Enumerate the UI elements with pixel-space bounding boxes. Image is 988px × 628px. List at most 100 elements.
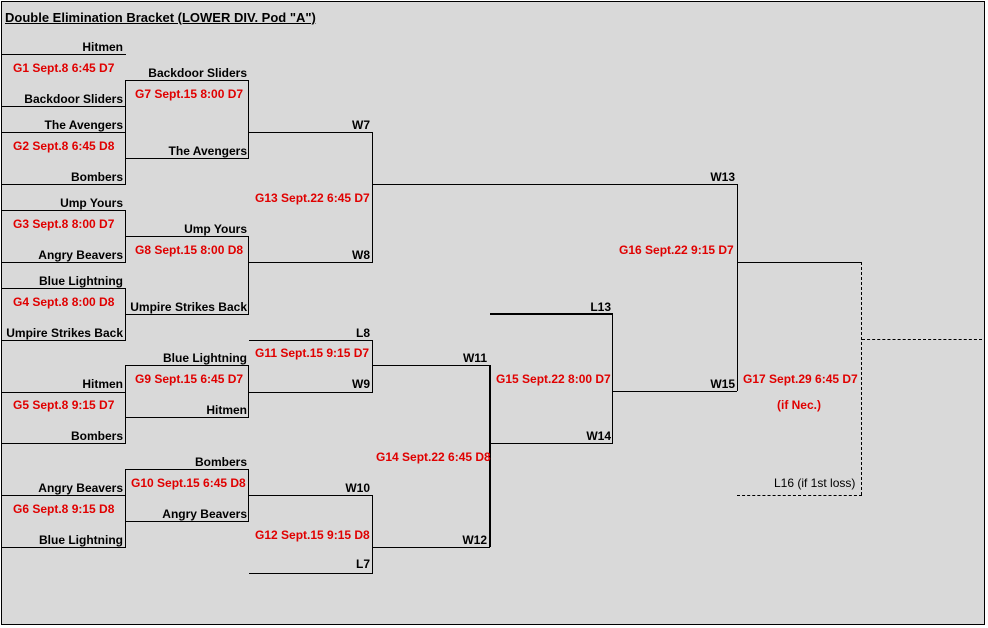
- game-label-g15: G15 Sept.22 8:00 D7: [496, 372, 611, 386]
- slot-label-w15: W15: [710, 377, 735, 391]
- r4-line-w11: [373, 365, 490, 366]
- slot-label-w11: W11: [462, 351, 487, 365]
- r1-line-g4-top: [2, 288, 126, 289]
- r2-connector-g7: [248, 80, 249, 158]
- r3-line-w8: [249, 262, 373, 263]
- team-label: Hitmen: [82, 40, 123, 54]
- team-label: Angry Beavers: [162, 507, 247, 521]
- r3-line-l7: [249, 573, 373, 574]
- slot-label-w10: W10: [345, 481, 370, 495]
- team-label: Angry Beavers: [38, 248, 123, 262]
- final-connector-g17: [861, 262, 862, 495]
- slot-label-w13: W13: [710, 170, 735, 184]
- game-label-g2: G2 Sept.8 6:45 D8: [13, 139, 115, 153]
- r1-connector-g7: [125, 80, 126, 132]
- slot-label-l16: L16 (if 1st loss): [774, 476, 856, 490]
- game-label-g8: G8 Sept.15 8:00 D8: [135, 243, 244, 257]
- game-label-g3: G3 Sept.8 8:00 D7: [13, 217, 115, 231]
- r1-connector-g6: [125, 469, 126, 547]
- r4-connector-g14: [489, 365, 491, 547]
- team-label: Hitmen: [206, 403, 247, 417]
- r3-line-w9: [249, 392, 373, 393]
- team-label: Angry Beavers: [38, 481, 123, 495]
- game-label-g13: G13 Sept.22 6:45 D7: [255, 191, 370, 205]
- game-label-g7: G7 Sept.15 8:00 D7: [135, 87, 244, 101]
- game-label-g12: G12 Sept.15 9:15 D8: [255, 528, 370, 542]
- game-label-g11: G11 Sept.15 9:15 D7: [255, 346, 370, 360]
- game-label-g16: G16 Sept.22 9:15 D7: [619, 243, 734, 257]
- team-label: Blue Lightning: [163, 351, 247, 365]
- r2-line-g7-bottom: [125, 158, 249, 159]
- game-label-g17: G17 Sept.29 6:45 D7: [743, 372, 858, 386]
- slot-label-l7: L7: [355, 557, 370, 571]
- r2-connector-g9: [248, 365, 249, 417]
- team-label: Ump Yours: [184, 222, 247, 236]
- team-label: Ump Yours: [60, 196, 123, 210]
- slot-label-w8: W8: [352, 248, 370, 262]
- r1-line-g2-top: [2, 132, 126, 133]
- slot-label-w12: W12: [462, 533, 487, 547]
- r5-line-w14: [490, 443, 613, 444]
- r2-line-g10-bottom: [125, 521, 249, 522]
- r3-line-w7: [249, 132, 373, 133]
- team-label: Blue Lightning: [39, 274, 123, 288]
- game-label-g9: G9 Sept.15 6:45 D7: [135, 372, 244, 386]
- r2-line-g8-bottom: [125, 314, 249, 315]
- champion-line: [862, 339, 982, 340]
- team-label: Umpire Strikes Back: [6, 326, 123, 340]
- team-label: Hitmen: [82, 377, 123, 391]
- r4-line-w13: [373, 184, 737, 185]
- game-label-g6: G6 Sept.8 9:15 D8: [13, 502, 115, 516]
- team-label: Backdoor Sliders: [24, 92, 123, 106]
- r3-connector-g12: [372, 495, 373, 573]
- r6-connector-g16: [737, 184, 738, 391]
- r5-connector-g15: [612, 314, 613, 443]
- r2-line-g7-top: [125, 80, 249, 81]
- slot-label-w7: W7: [352, 118, 370, 132]
- r3-line-l8: [249, 340, 373, 341]
- slot-label-w9: W9: [352, 377, 370, 391]
- game-label-g10: G10 Sept.15 6:45 D8: [131, 476, 246, 490]
- r1-line-g5-top: [2, 392, 126, 393]
- r1-line-g4-bottom: [2, 340, 126, 341]
- r4-line-w12: [373, 547, 490, 548]
- team-label: Blue Lightning: [39, 533, 123, 547]
- r3-connector-g11: [372, 340, 373, 392]
- slot-label-w14: W14: [586, 429, 611, 443]
- r1-line-g2-bottom: [2, 184, 126, 185]
- r1-line-g5-bottom: [2, 443, 126, 444]
- game-label-g4: G4 Sept.8 8:00 D8: [13, 295, 115, 309]
- final-line-w16: [737, 262, 862, 263]
- r1-line-g1-top: [2, 54, 126, 55]
- team-label: Bombers: [70, 429, 123, 443]
- r3-line-w10: [249, 495, 373, 496]
- r3-connector-g13: [372, 132, 373, 262]
- r5-line-l13: [490, 313, 613, 315]
- r1-line-g6-bottom: [2, 547, 126, 548]
- r2-line-g8-top: [125, 236, 249, 237]
- r2-connector-g8: [248, 236, 249, 314]
- r2-line-g10-top: [125, 469, 249, 470]
- slot-label-l13: L13: [590, 300, 611, 314]
- r2-connector-g10: [248, 469, 249, 521]
- r1-connector-g5: [125, 365, 126, 443]
- r1-line-g6-top: [2, 495, 126, 496]
- game-label-g14: G14 Sept.22 6:45 D8: [376, 450, 491, 464]
- r2-line-g9-bottom: [125, 417, 249, 418]
- team-label: The Avengers: [44, 118, 123, 132]
- r1-line-g1-bottom: [2, 106, 126, 107]
- team-label: Backdoor Sliders: [148, 66, 247, 80]
- slot-label-l8: L8: [355, 326, 370, 340]
- team-label: Bombers: [194, 455, 247, 469]
- team-label: The Avengers: [168, 144, 247, 158]
- r2-line-g9-top: [125, 365, 249, 366]
- team-label: Umpire Strikes Back: [130, 300, 247, 314]
- final-line-l16: [737, 495, 862, 496]
- page-title: Double Elimination Bracket (LOWER DIV. P…: [5, 10, 316, 25]
- game-note-g17: (if Nec.): [776, 398, 821, 412]
- team-label: Bombers: [70, 170, 123, 184]
- game-label-g1: G1 Sept.8 6:45 D7: [13, 61, 115, 75]
- r1-line-g3-top: [2, 210, 126, 211]
- game-label-g5: G5 Sept.8 9:15 D7: [13, 398, 115, 412]
- r6-line-w15: [613, 391, 737, 392]
